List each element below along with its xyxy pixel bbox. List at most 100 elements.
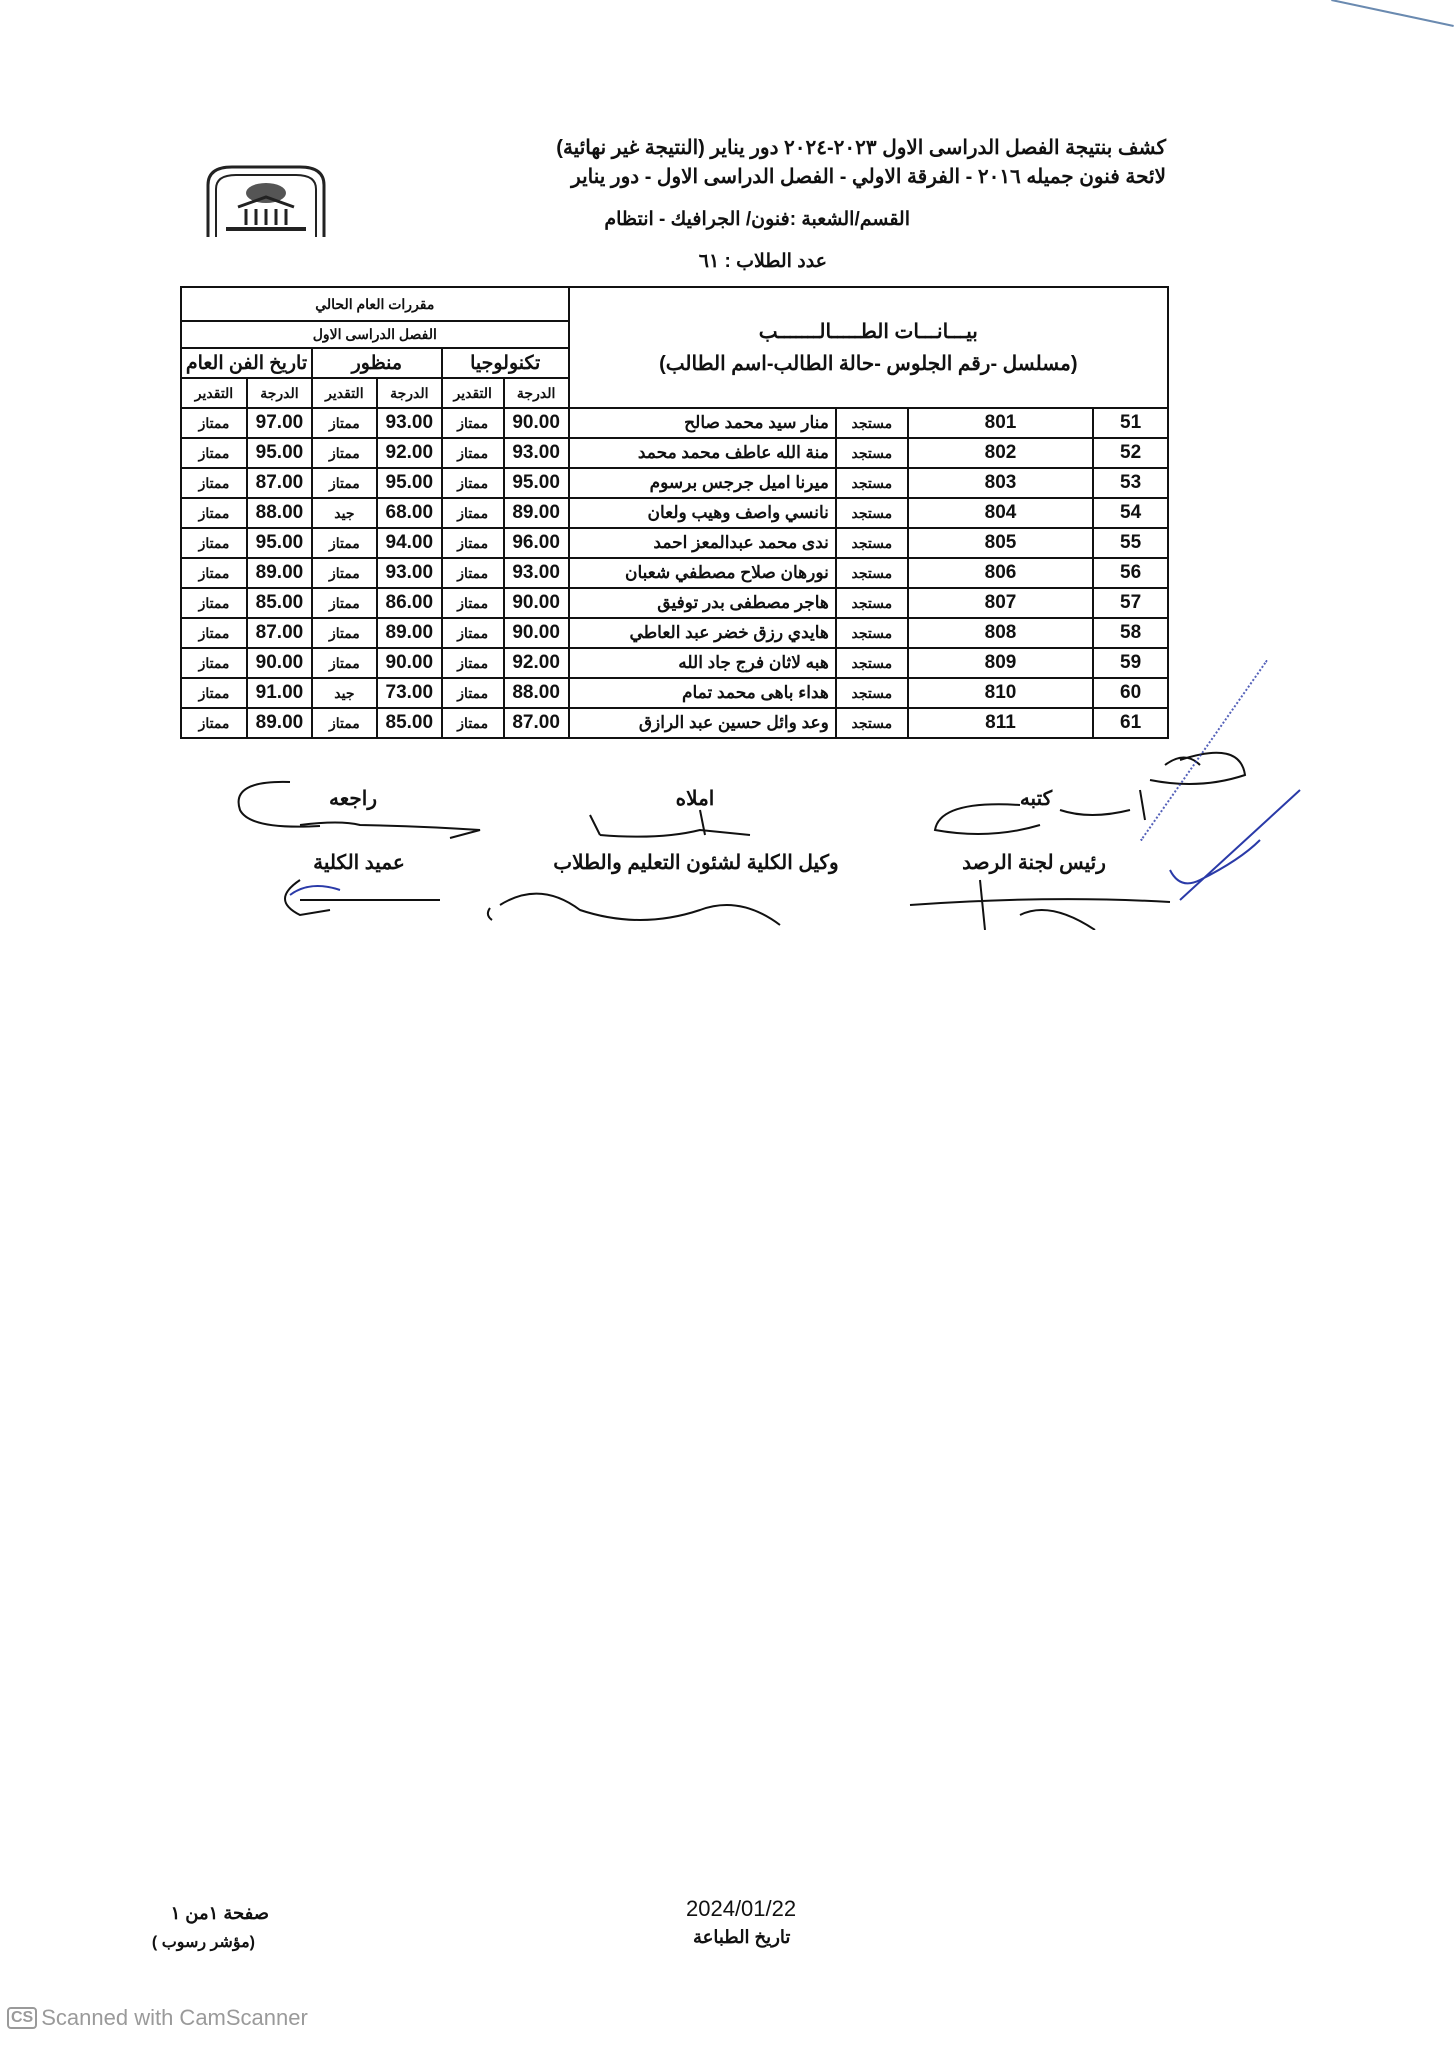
- grade-cell: 92.00: [502, 647, 570, 679]
- grade-cell: 68.00: [375, 497, 443, 529]
- grade-cell: 93.00: [375, 557, 443, 589]
- grade-cell: 85.00: [245, 587, 313, 619]
- student-name-cell: منة الله عاطف محمد محمد: [567, 437, 837, 469]
- serial-cell: 58: [1092, 617, 1169, 649]
- seat-number-cell: 804: [906, 497, 1095, 529]
- report-title: كشف بنتيجة الفصل الدراسى الاول ٢٠٢٣-٢٠٢٤…: [556, 137, 1166, 159]
- grade-cell: 91.00: [245, 677, 313, 709]
- grade-cell: 87.00: [502, 707, 570, 739]
- seat-number-cell: 808: [906, 617, 1095, 649]
- grade-cell: 87.00: [245, 467, 313, 499]
- grade-cell: 86.00: [375, 587, 443, 619]
- grade-cell: 90.00: [502, 407, 570, 439]
- grade-cell: 95.00: [245, 527, 313, 559]
- status-cell: مستجد: [834, 497, 909, 529]
- page-number: صفحة ١من ١: [170, 1903, 269, 1923]
- grade-label: الدرجة: [245, 377, 313, 409]
- rating-cell: ممتاز: [310, 407, 378, 439]
- grade-cell: 93.00: [375, 407, 443, 439]
- rating-cell: ممتاز: [440, 407, 505, 439]
- written-by-label: كتبه: [1019, 788, 1053, 810]
- committee-head-label: رئيس لجنة الرصد: [962, 852, 1106, 874]
- print-date-label: تاريخ الطباعة: [693, 1927, 791, 1947]
- grade-cell: 89.00: [375, 617, 443, 649]
- rating-cell: ممتاز: [310, 707, 378, 739]
- rating-cell: ممتاز: [180, 407, 248, 439]
- subject-technology: تكنولوجيا: [440, 347, 570, 379]
- rating-cell: ممتاز: [440, 557, 505, 589]
- student-data-subtitle: (مسلسل -رقم الجلوس -حالة الطالب-اسم الطا…: [659, 352, 1078, 375]
- dean-label: عميد الكلية: [313, 852, 405, 874]
- rating-cell: ممتاز: [180, 527, 248, 559]
- status-cell: مستجد: [834, 437, 909, 469]
- camscanner-logo: CS: [7, 2007, 38, 2029]
- seat-number-cell: 810: [906, 677, 1095, 709]
- rating-cell: ممتاز: [180, 617, 248, 649]
- handwritten-signatures: [237, 751, 1301, 930]
- rating-cell: ممتاز: [440, 527, 505, 559]
- status-cell: مستجد: [834, 587, 909, 619]
- university-logo: [202, 163, 330, 239]
- status-cell: مستجد: [834, 407, 909, 439]
- reviewed-by-label: راجعه: [329, 788, 377, 810]
- rating-cell: ممتاز: [440, 677, 505, 709]
- grade-cell: 90.00: [245, 647, 313, 679]
- courses-title: مقررات العام الحالي: [180, 286, 570, 322]
- semester-label: الفصل الدراسى الاول: [180, 320, 570, 349]
- rating-cell: ممتاز: [310, 437, 378, 469]
- dictated-by-label: املاه: [675, 788, 715, 810]
- student-name-cell: ندى محمد عبدالمعز احمد: [567, 527, 837, 559]
- grade-cell: 95.00: [502, 467, 570, 499]
- grade-cell: 89.00: [245, 707, 313, 739]
- grade-cell: 90.00: [502, 587, 570, 619]
- grade-cell: 73.00: [375, 677, 443, 709]
- status-cell: مستجد: [834, 707, 909, 739]
- rating-cell: جيد: [310, 677, 378, 709]
- student-name-cell: هداء باهى محمد تمام: [567, 677, 837, 709]
- rating-cell: ممتاز: [310, 467, 378, 499]
- status-cell: مستجد: [834, 677, 909, 709]
- rating-label: التقدير: [310, 377, 378, 409]
- student-name-cell: منار سيد محمد صالح: [567, 407, 837, 439]
- rating-cell: جيد: [310, 497, 378, 529]
- serial-cell: 60: [1092, 677, 1169, 709]
- grade-cell: 97.00: [245, 407, 313, 439]
- student-name-cell: ميرنا اميل جرجس برسوم: [567, 467, 837, 499]
- subject-art-history: تاريخ الفن العام: [180, 347, 313, 379]
- camscanner-watermark: CS Scanned with CamScanner: [7, 2005, 308, 2031]
- student-count: عدد الطلاب : ٦١: [698, 251, 827, 272]
- seat-number-cell: 802: [906, 437, 1095, 469]
- vice-dean-label: وكيل الكلية لشئون التعليم والطلاب: [553, 852, 839, 874]
- rating-cell: ممتاز: [310, 587, 378, 619]
- grade-cell: 89.00: [245, 557, 313, 589]
- seat-number-cell: 805: [906, 527, 1095, 559]
- grade-cell: 88.00: [502, 677, 570, 709]
- report-subtitle: لائحة فنون جميله ٢٠١٦ - الفرقة الاولي - …: [571, 166, 1166, 188]
- grade-label: الدرجة: [502, 377, 570, 409]
- rating-cell: ممتاز: [440, 497, 505, 529]
- serial-cell: 54: [1092, 497, 1169, 529]
- rating-cell: ممتاز: [440, 437, 505, 469]
- grade-cell: 87.00: [245, 617, 313, 649]
- rating-cell: ممتاز: [180, 437, 248, 469]
- seat-number-cell: 806: [906, 557, 1095, 589]
- student-name-cell: هبه لاثان فرج جاد الله: [567, 647, 837, 679]
- status-cell: مستجد: [834, 467, 909, 499]
- seat-number-cell: 807: [906, 587, 1095, 619]
- rating-cell: ممتاز: [440, 617, 505, 649]
- rating-cell: ممتاز: [180, 677, 248, 709]
- grade-cell: 90.00: [502, 617, 570, 649]
- serial-cell: 56: [1092, 557, 1169, 589]
- rating-cell: ممتاز: [180, 467, 248, 499]
- rating-cell: ممتاز: [440, 647, 505, 679]
- status-cell: مستجد: [834, 647, 909, 679]
- student-name-cell: نورهان صلاح مصطفي شعبان: [567, 557, 837, 589]
- grade-cell: 96.00: [502, 527, 570, 559]
